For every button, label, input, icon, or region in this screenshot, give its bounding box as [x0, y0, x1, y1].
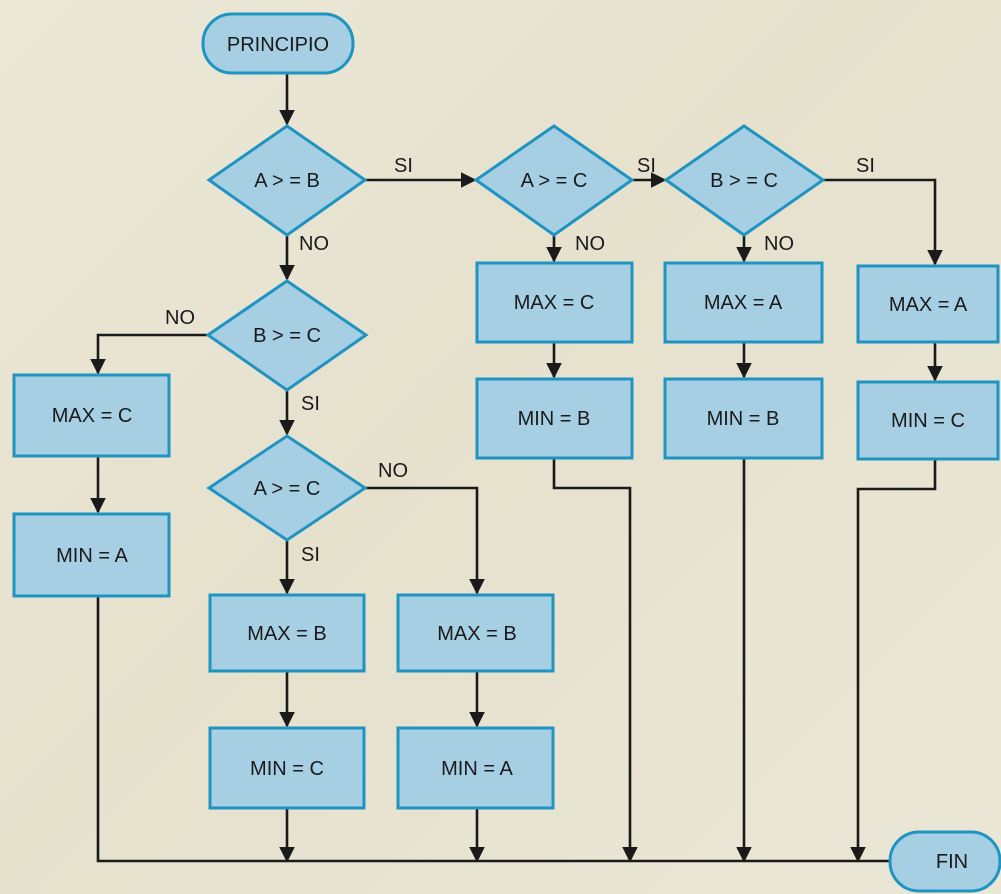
decision-a-ge-c-left-label: A > = C — [254, 478, 321, 500]
decision-a-ge-c-left: A > = C — [209, 436, 365, 540]
end-label: FIN — [936, 851, 968, 873]
process-col1-min-label: MIN = A — [56, 545, 128, 567]
process-col3-min-label: MIN = A — [441, 758, 513, 780]
label-a-ge-c-left-no: NO — [378, 460, 408, 482]
label-a-ge-c-left-yes: SI — [301, 544, 320, 566]
label-a-ge-b-no: NO — [299, 233, 329, 255]
decision-a-ge-b-label: A > = B — [254, 170, 320, 192]
process-col5-max-label: MAX = A — [704, 292, 783, 314]
process-col4-max-label: MAX = C — [514, 292, 595, 314]
label-a-ge-c-top-no: NO — [575, 233, 605, 255]
process-col3-max-label: MAX = B — [437, 623, 516, 645]
process-col6-min: MIN = C — [858, 382, 998, 459]
process-col1-max-label: MAX = C — [52, 405, 133, 427]
process-col2-min-label: MIN = C — [250, 758, 324, 780]
process-col2-min: MIN = C — [210, 728, 364, 808]
process-col5-min: MIN = B — [665, 379, 822, 458]
process-col6-max-label: MAX = A — [889, 294, 968, 316]
process-col4-min: MIN = B — [477, 379, 632, 458]
decision-a-ge-c-top-label: A > = C — [521, 170, 588, 192]
arrow-col4-to-bottom — [554, 458, 630, 861]
process-col2-max-label: MAX = B — [247, 623, 326, 645]
label-b-ge-c-no: NO — [165, 307, 195, 329]
process-col5-min-label: MIN = B — [707, 408, 780, 430]
label-b-ge-c-yes: SI — [301, 393, 320, 415]
label-b-ge-c-top-no: NO — [764, 233, 794, 255]
arrow-b-ge-c-no — [98, 335, 208, 373]
label-b-ge-c-top-yes: SI — [856, 155, 875, 177]
process-col1-max: MAX = C — [14, 375, 169, 456]
start-terminal: PRINCIPIO — [203, 14, 353, 73]
arrow-col6-to-bottom — [858, 459, 935, 861]
decision-a-ge-c-top: A > = C — [476, 126, 632, 235]
process-col6-min-label: MIN = C — [891, 410, 965, 432]
decision-b-ge-c-top-label: B > = C — [710, 170, 778, 192]
label-a-ge-c-top-yes: SI — [637, 155, 656, 177]
decision-b-ge-c-top: B > = C — [666, 126, 823, 235]
decision-b-ge-c-label: B > = C — [253, 325, 321, 347]
end-terminal: FIN — [890, 832, 1000, 891]
arrow-b-ge-c-top-yes — [823, 180, 935, 264]
process-col4-min-label: MIN = B — [518, 408, 591, 430]
process-col4-max: MAX = C — [477, 263, 632, 342]
process-col5-max: MAX = A — [665, 263, 822, 342]
arrow-a-ge-c-left-no — [365, 488, 477, 593]
process-col3-max: MAX = B — [398, 595, 553, 671]
process-col2-max: MAX = B — [210, 595, 364, 671]
label-a-ge-b-yes: SI — [394, 155, 413, 177]
process-col1-min: MIN = A — [14, 514, 169, 596]
decision-a-ge-b: A > = B — [209, 126, 365, 235]
process-col6-max: MAX = A — [858, 266, 998, 342]
start-label: PRINCIPIO — [227, 34, 329, 56]
process-col3-min: MIN = A — [398, 728, 553, 808]
decision-b-ge-c: B > = C — [208, 281, 366, 390]
